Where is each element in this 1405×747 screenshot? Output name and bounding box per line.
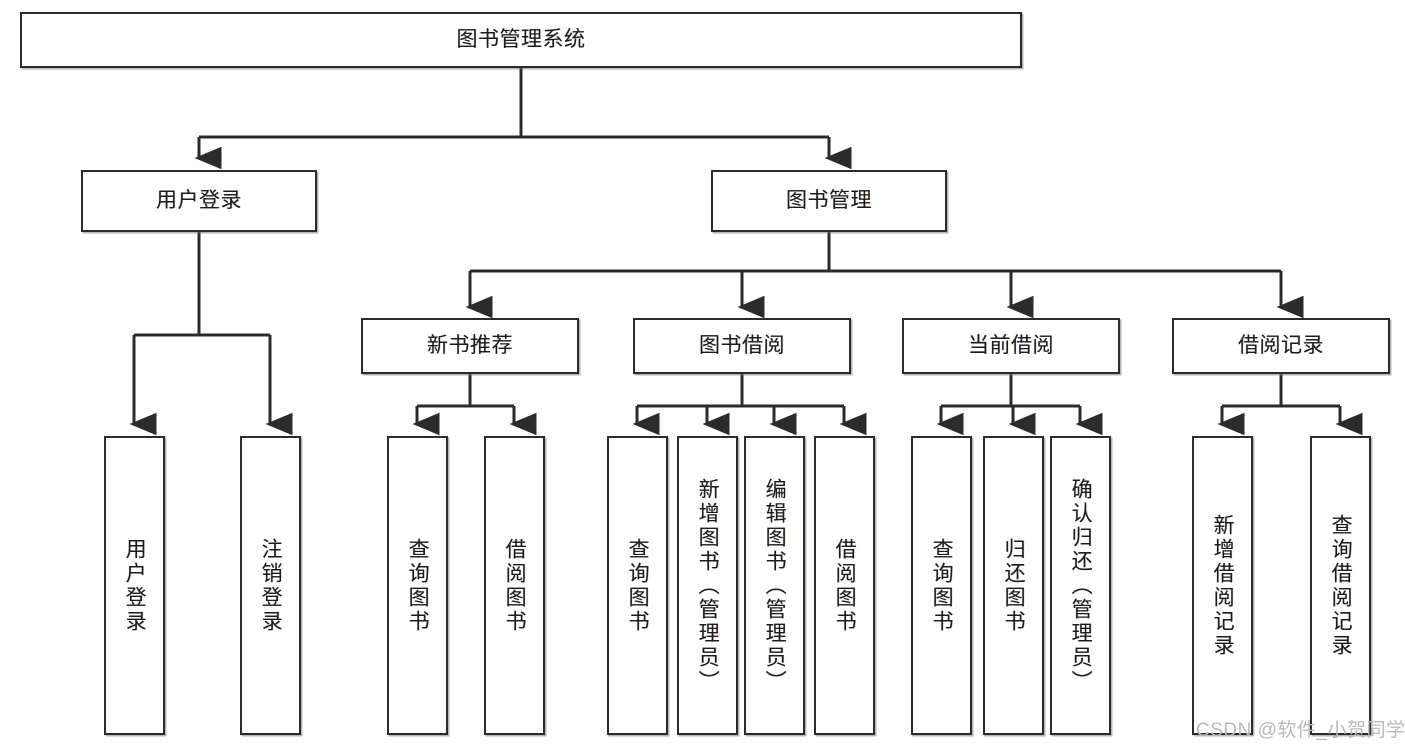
node-label: 归还图书 xyxy=(1002,537,1026,634)
node-label: 当前借阅 xyxy=(968,333,1054,357)
node-new-book-recommend[interactable]: 新书推荐 xyxy=(361,318,579,374)
node-leaf-add-borrow-record[interactable]: 新增借阅记录 xyxy=(1192,436,1253,735)
csdn-watermark: CSDN @软件_小贺同学 xyxy=(1196,720,1405,741)
node-borrow-record[interactable]: 借阅记录 xyxy=(1172,318,1390,374)
node-user-login[interactable]: 用户登录 xyxy=(81,170,317,232)
node-label: 查询图书 xyxy=(930,537,954,634)
node-label: 图书管理 xyxy=(786,188,872,212)
node-leaf-query-book-1[interactable]: 查询图书 xyxy=(387,436,448,735)
node-leaf-query-borrow-record[interactable]: 查询借阅记录 xyxy=(1310,436,1371,735)
node-label: 新书推荐 xyxy=(427,333,513,357)
node-root-system[interactable]: 图书管理系统 xyxy=(20,12,1022,68)
node-book-manage[interactable]: 图书管理 xyxy=(711,170,947,232)
node-label: 借阅图书 xyxy=(833,537,857,634)
node-label: 用户登录 xyxy=(156,188,242,212)
node-label: 查询图书 xyxy=(626,537,650,634)
node-leaf-add-book[interactable]: 新增图书（管理员） xyxy=(677,436,738,735)
node-label: 用户登录 xyxy=(123,537,147,634)
node-leaf-query-book-3[interactable]: 查询图书 xyxy=(911,436,972,735)
node-label: 图书借阅 xyxy=(699,333,785,357)
node-leaf-query-book-2[interactable]: 查询图书 xyxy=(607,436,668,735)
node-leaf-return-book[interactable]: 归还图书 xyxy=(983,436,1044,735)
node-label: 借阅记录 xyxy=(1238,333,1324,357)
node-current-borrow[interactable]: 当前借阅 xyxy=(902,318,1120,374)
node-book-borrow[interactable]: 图书借阅 xyxy=(633,318,851,374)
node-leaf-borrow-book-2[interactable]: 借阅图书 xyxy=(814,436,875,735)
node-leaf-edit-book[interactable]: 编辑图书（管理员） xyxy=(744,436,805,735)
node-label: 确认归还（管理员） xyxy=(1069,477,1093,694)
node-leaf-logout[interactable]: 注销登录 xyxy=(240,436,301,735)
node-label: 查询借阅记录 xyxy=(1329,513,1353,658)
node-label: 编辑图书（管理员） xyxy=(763,477,787,694)
node-label: 查询图书 xyxy=(406,537,430,634)
node-label: 新增借阅记录 xyxy=(1211,513,1235,658)
node-leaf-borrow-book-1[interactable]: 借阅图书 xyxy=(484,436,545,735)
node-label: 借阅图书 xyxy=(503,537,527,634)
node-label: 注销登录 xyxy=(259,537,283,634)
node-leaf-user-login[interactable]: 用户登录 xyxy=(104,436,165,735)
node-leaf-confirm-return[interactable]: 确认归还（管理员） xyxy=(1050,436,1111,735)
node-label: 新增图书（管理员） xyxy=(696,477,720,694)
node-label: 图书管理系统 xyxy=(456,27,586,51)
